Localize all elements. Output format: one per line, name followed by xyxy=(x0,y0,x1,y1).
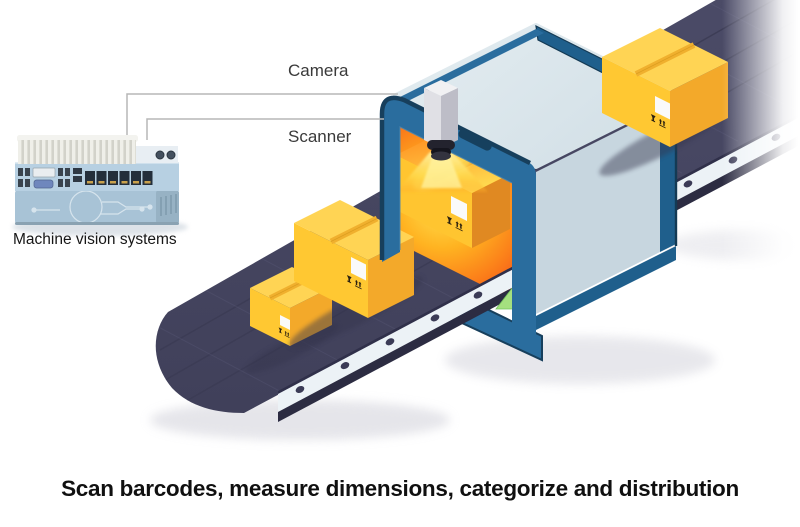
ethernet-ports xyxy=(85,171,153,185)
camera-mount xyxy=(427,140,455,150)
shipping-label xyxy=(655,96,670,120)
fade-overlay xyxy=(700,0,800,468)
vent-lines xyxy=(160,194,177,216)
scanner-callout-label: Scanner xyxy=(288,127,352,146)
scanner-line xyxy=(146,118,384,140)
entry-frame xyxy=(382,97,536,336)
tunnel-side-bottom-frame xyxy=(536,246,676,330)
shipping-label xyxy=(351,257,366,281)
scanner-tunnel xyxy=(379,23,679,336)
io-ports xyxy=(18,150,176,189)
shipping-label xyxy=(451,196,467,221)
caption: Scan barcodes, measure dimensions, categ… xyxy=(61,476,739,501)
camera-lens xyxy=(431,151,451,161)
camera-line xyxy=(126,93,398,138)
entry-frame-outer-edge xyxy=(379,95,532,260)
machine-vision-label: Machine vision systems xyxy=(13,231,177,248)
scan-light-beam-core xyxy=(421,152,462,188)
antenna-connector xyxy=(166,150,176,160)
antenna-connector xyxy=(155,150,165,160)
dvi-port xyxy=(32,167,56,178)
camera-callout-label: Camera xyxy=(288,61,349,80)
callout-lines xyxy=(126,93,398,140)
machine-vision-computer xyxy=(12,135,188,236)
cardboard-box-outfeed xyxy=(599,28,728,176)
vga-port xyxy=(33,179,54,189)
overhead-camera xyxy=(424,80,458,161)
frame-slot xyxy=(458,129,492,151)
heatsink xyxy=(18,140,136,164)
